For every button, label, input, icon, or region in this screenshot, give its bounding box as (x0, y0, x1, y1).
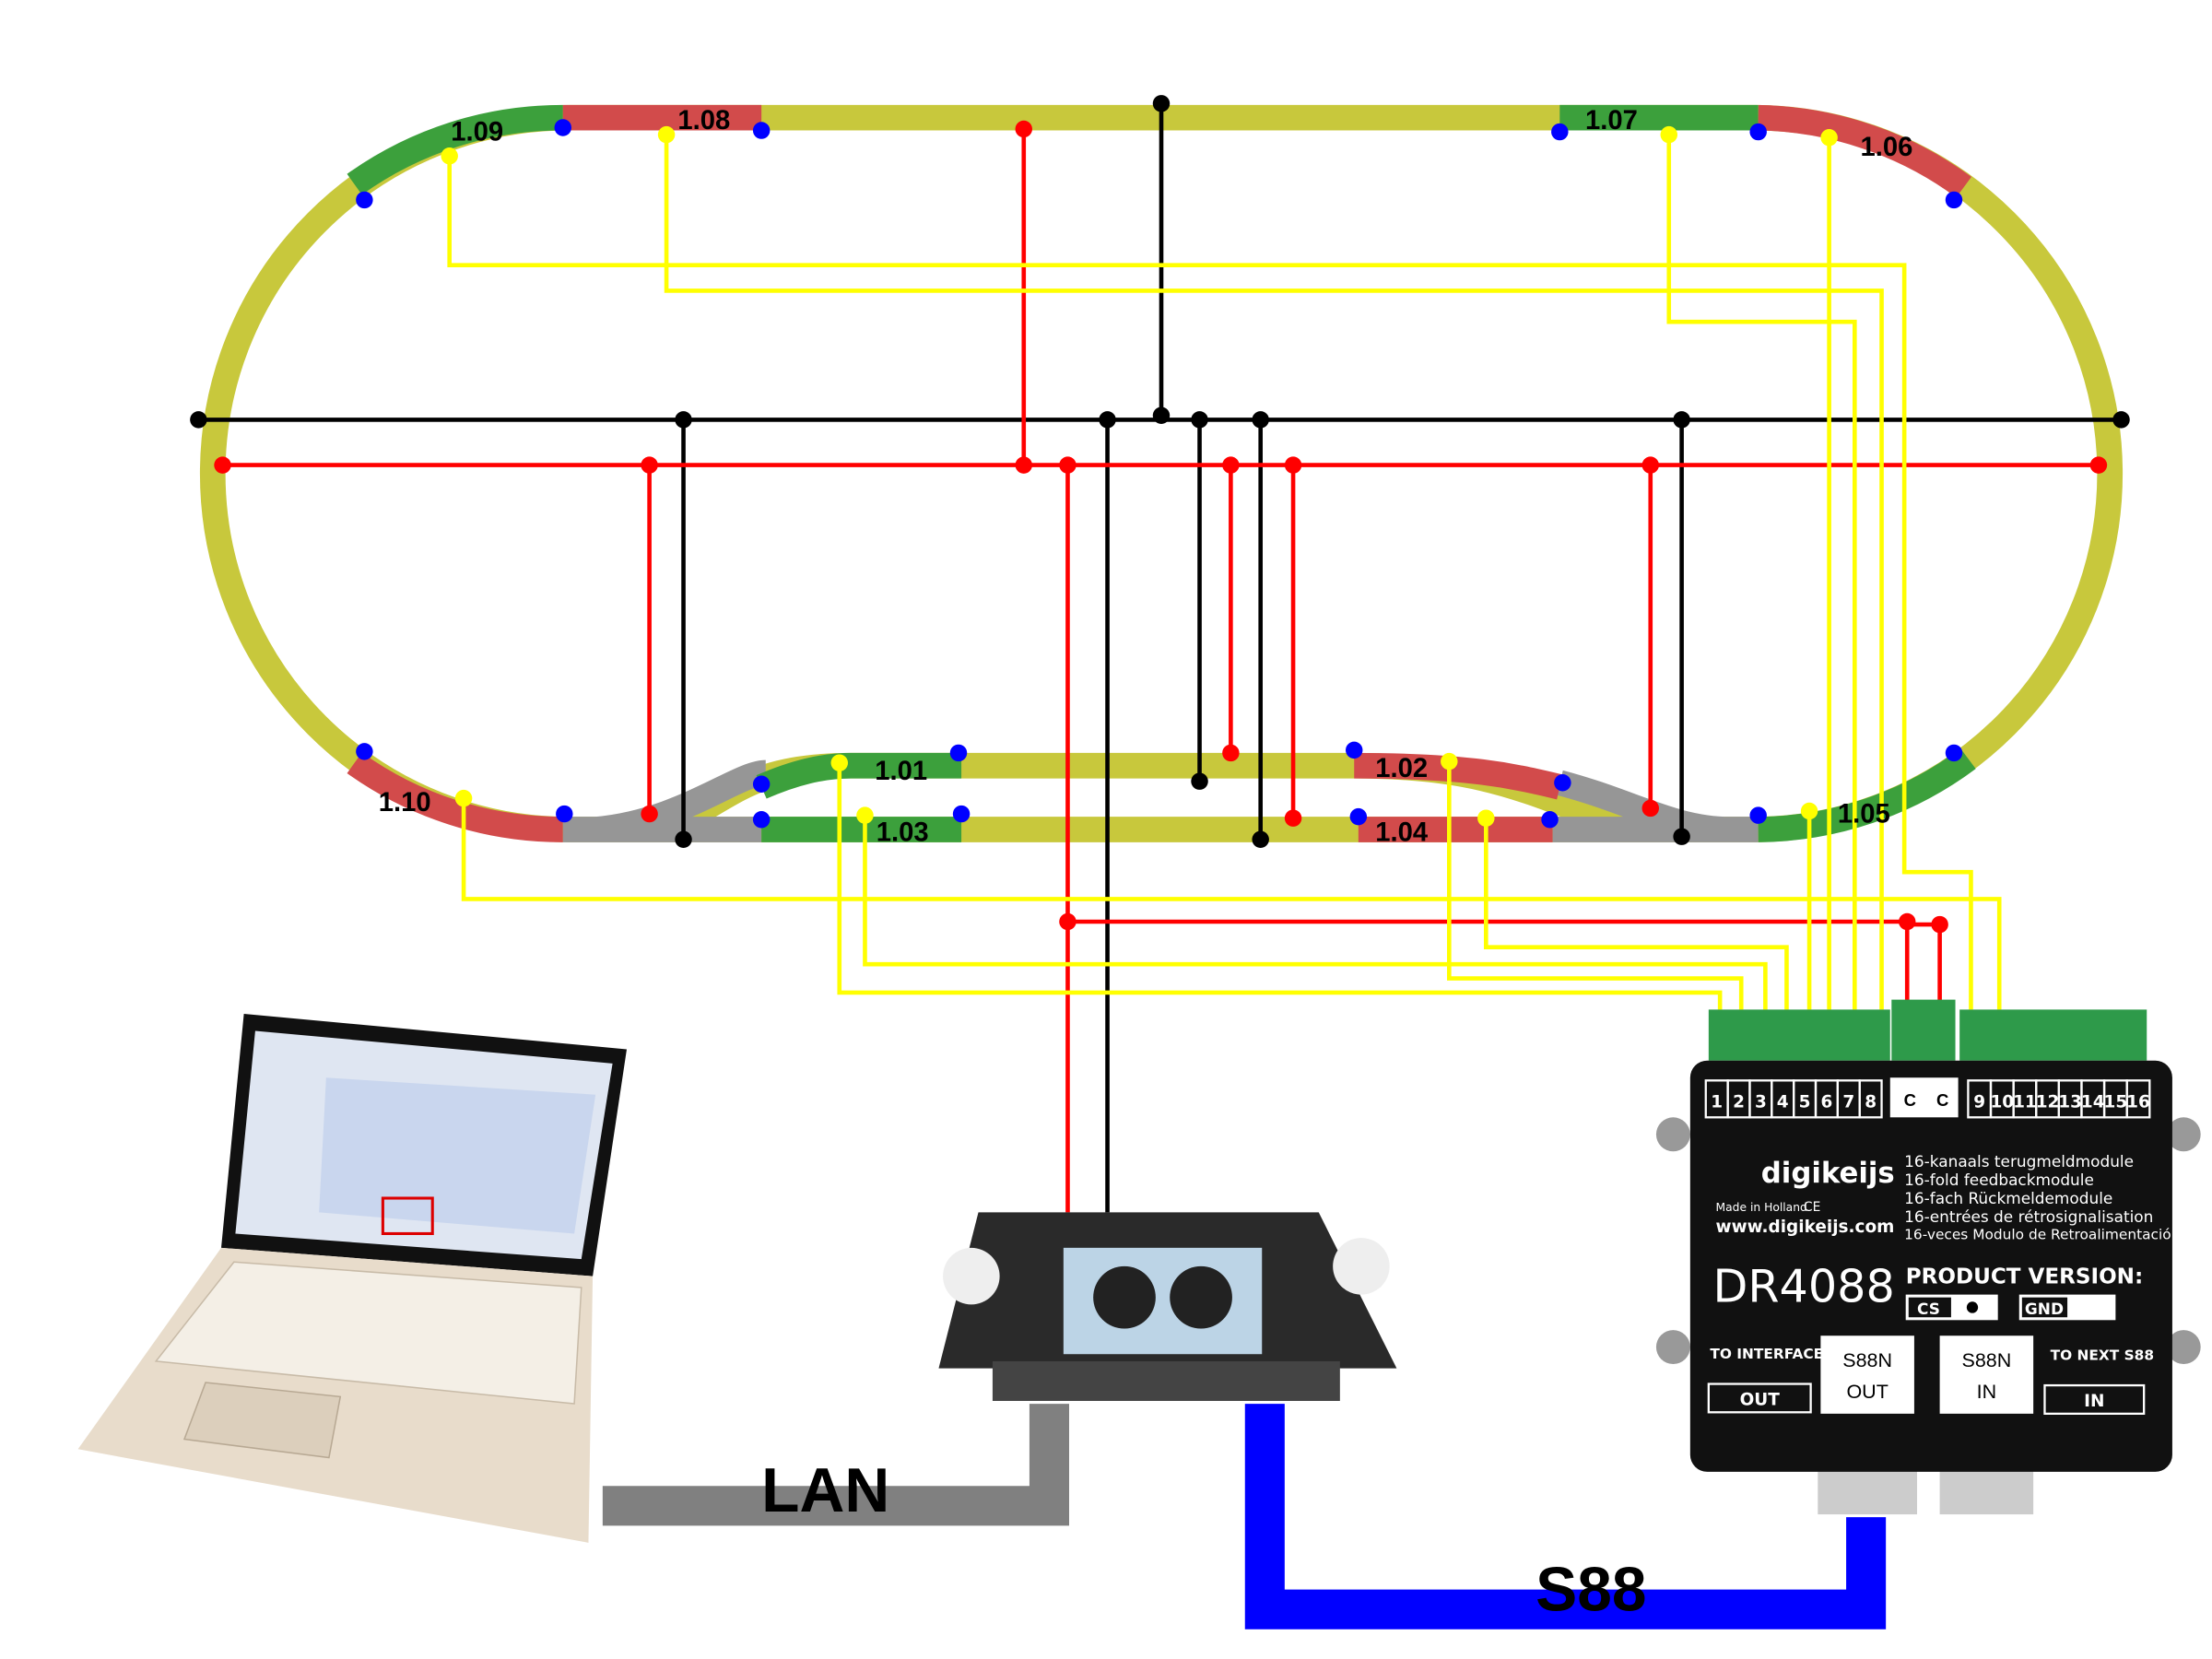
section-label: 1.02 (1375, 754, 1428, 783)
product-version: PRODUCT VERSION: (1906, 1265, 2144, 1288)
input-box (1858, 1079, 1883, 1119)
section-label: 1.09 (451, 117, 503, 147)
input-number: 12 (2036, 1093, 2060, 1112)
to-interface: TO INTERFACE (1710, 1346, 1823, 1362)
knob-right (1333, 1238, 1390, 1295)
s88n-in-label: IN (1977, 1381, 1997, 1403)
laptop (77, 1014, 627, 1543)
gnd-label: GND (2025, 1300, 2064, 1318)
section-1.02 (1354, 752, 1563, 800)
cs-label: CS (1917, 1300, 1940, 1318)
input-number: 1 (1711, 1093, 1723, 1112)
section-labels: 1.01 1.02 1.03 1.04 1.05 1.06 1.07 1.08 … (379, 106, 1913, 847)
s88-label: S88 (1535, 1556, 1646, 1625)
to-next-s88: TO NEXT S88 (2051, 1347, 2154, 1363)
terminal-block-right (1959, 1009, 2147, 1061)
s88n-out-label: OUT (1846, 1381, 1888, 1403)
description: 16-fach Rückmeldemodule (1904, 1189, 2112, 1207)
input-number: 10 (1990, 1093, 2014, 1112)
switch-left (562, 759, 768, 842)
input-number: 14 (2081, 1093, 2105, 1112)
central-station (938, 1212, 1397, 1401)
yellow-wires (447, 135, 2002, 1010)
section-label: 1.03 (877, 818, 929, 847)
common-label-box (1889, 1077, 1959, 1118)
section-label: 1.10 (379, 788, 431, 818)
input-number: 6 (1821, 1093, 1833, 1112)
s88n-out-label: S88N (1842, 1349, 1892, 1371)
description: 16-entrées de rétrosignalisation (1904, 1207, 2153, 1226)
input-number: 13 (2058, 1093, 2082, 1112)
input-number: 2 (1733, 1093, 1745, 1112)
common-label: C (1936, 1090, 1948, 1110)
section-label: 1.01 (875, 757, 927, 786)
terminal-block-left (1708, 1009, 1890, 1061)
website: www.digikeijs.com (1716, 1218, 1895, 1237)
input-box (2125, 1079, 2151, 1119)
input-number: 11 (2013, 1093, 2037, 1112)
common-label: C (1904, 1090, 1916, 1110)
input-number: 8 (1865, 1093, 1877, 1112)
section-label: 1.05 (1838, 799, 1890, 829)
section-1.10 (347, 752, 563, 842)
red-junctions (214, 120, 2108, 934)
terminal-block-common (1891, 999, 1956, 1061)
black-junctions (190, 95, 2130, 848)
section-label: 1.08 (677, 106, 730, 135)
lan-label: LAN (761, 1456, 889, 1525)
model-name: DR4088 (1712, 1259, 1894, 1312)
description: 16-fold feedbackmodule (1904, 1171, 2094, 1189)
description: 16-veces Modulo de Retroalimentación (1904, 1227, 2180, 1243)
station-display (1063, 1247, 1263, 1355)
isolation-points (356, 119, 1963, 829)
input-number: 16 (2126, 1093, 2150, 1112)
knob-left (943, 1247, 1000, 1305)
input-number: 4 (1777, 1093, 1789, 1112)
section-label: 1.07 (1585, 106, 1638, 135)
section-label: 1.06 (1860, 133, 1912, 162)
yellow-junctions (441, 125, 1838, 827)
s88n-in-label: S88N (1961, 1349, 2011, 1371)
description: 16-kanaals terugmeldmodule (1904, 1152, 2134, 1171)
touchpad (182, 1382, 342, 1459)
lan-cable (602, 1404, 1069, 1526)
out-label: OUT (1740, 1391, 1781, 1410)
section-1.01 (756, 752, 962, 799)
in-label: IN (2084, 1392, 2104, 1411)
section-label: 1.04 (1375, 818, 1429, 847)
made-in: Made in Holland (1716, 1201, 1807, 1214)
input-number: 9 (1973, 1093, 1985, 1112)
s88-cable (1244, 1404, 1887, 1630)
input-number: 3 (1755, 1093, 1767, 1112)
ce-mark: CE (1804, 1200, 1820, 1215)
input-number: 7 (1842, 1093, 1854, 1112)
input-number: 15 (2104, 1093, 2128, 1112)
section-1.09 (347, 104, 563, 195)
input-number: 5 (1799, 1093, 1811, 1112)
section-1.05 (1758, 747, 1976, 842)
section-1.06 (1758, 104, 1971, 198)
brand-logo: digikeijs (1761, 1157, 1895, 1190)
